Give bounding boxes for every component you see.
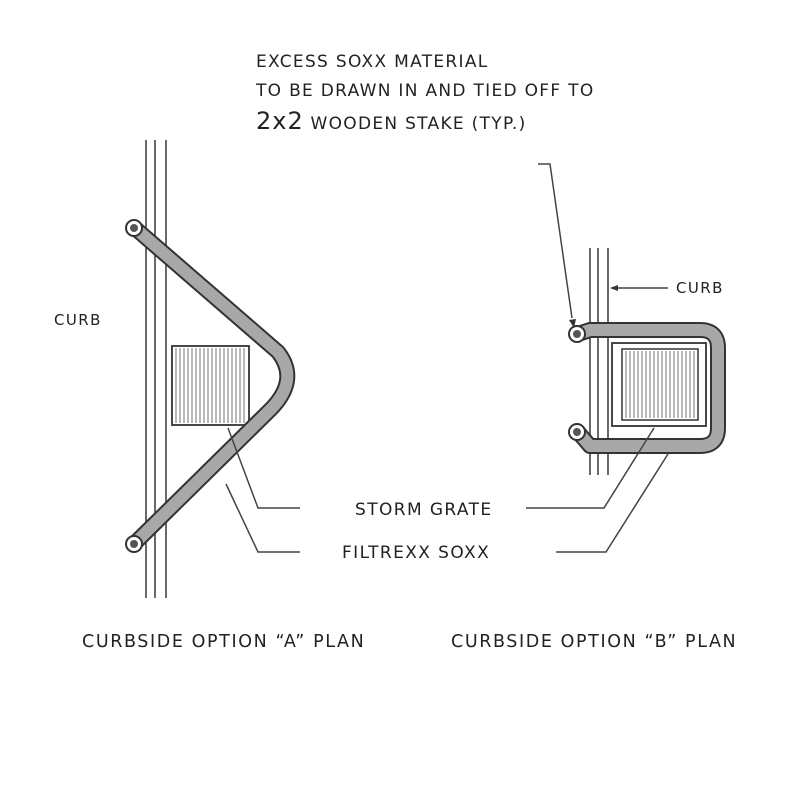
- wooden-stake-a-top: [125, 219, 143, 237]
- curb-label-a: CURB: [54, 311, 102, 329]
- filtrexx-soxx-b: [570, 322, 726, 454]
- caption-option-b: CURBSIDE OPTION “B” PLAN: [451, 632, 738, 652]
- leader-soxx-b: [556, 453, 669, 553]
- stake-size: 2x2: [256, 107, 304, 135]
- wooden-stake-b-top: [568, 325, 586, 343]
- option-b-plan: [526, 163, 726, 553]
- filtrexx-soxx-a: [128, 221, 296, 550]
- note-line-3: 2x2 WOODEN STAKE (TYP.): [256, 107, 527, 135]
- curb-label-b: CURB: [676, 279, 724, 297]
- option-a-plan: [125, 140, 300, 598]
- leader-storm-grate-a: [227, 427, 300, 509]
- stake-description: WOODEN STAKE (TYP.): [310, 114, 527, 134]
- leader-soxx-a: [225, 483, 300, 553]
- wooden-stake-a-bottom: [125, 535, 143, 553]
- note-line-2: TO BE DRAWN IN AND TIED OFF TO: [256, 81, 595, 101]
- caption-option-a: CURBSIDE OPTION “A” PLAN: [82, 632, 366, 652]
- storm-grate-label: STORM GRATE: [355, 500, 493, 520]
- filtrexx-soxx-label: FILTREXX SOXX: [342, 543, 491, 563]
- storm-grate-b: [611, 342, 707, 427]
- note-line-1: EXCESS SOXX MATERIAL: [256, 52, 489, 72]
- leader-note-stake: [538, 163, 573, 319]
- leader-curb-b-arrowhead: [610, 285, 618, 291]
- leader-storm-grate-b: [526, 427, 655, 509]
- leader-note-arrowhead: [569, 319, 576, 328]
- storm-grate-a: [171, 345, 250, 426]
- wooden-stake-b-bottom: [568, 423, 586, 441]
